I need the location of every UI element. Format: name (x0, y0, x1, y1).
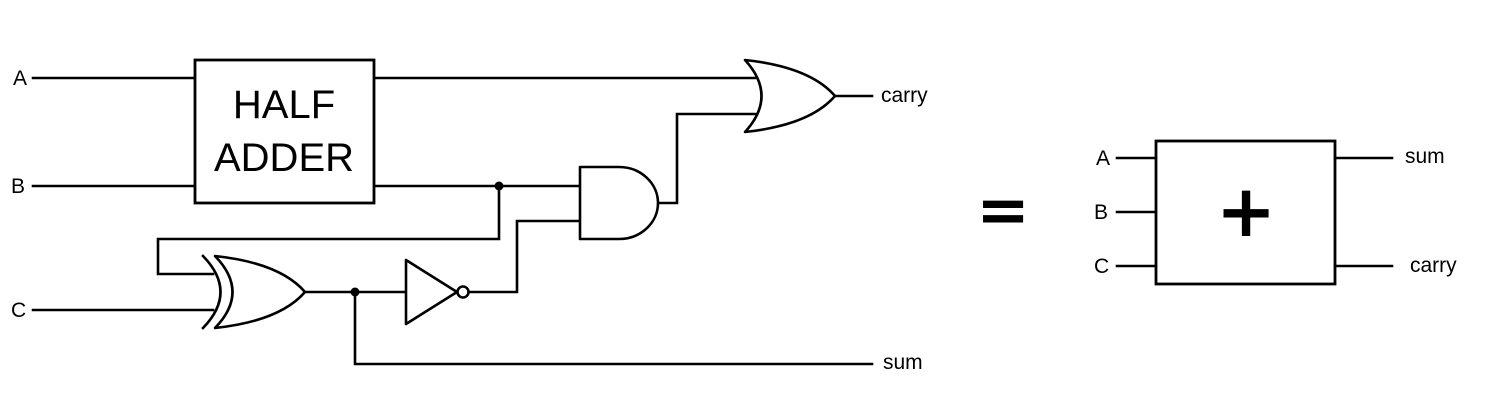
not-gate (404, 258, 470, 326)
plus-symbol: + (1216, 169, 1276, 253)
equals-sign: = (976, 174, 1030, 248)
input-label-c: C (11, 299, 26, 322)
block-input-label-a: A (1096, 147, 1110, 170)
half-adder-label-line1: HALF (233, 83, 335, 127)
half-adder-label-line2: ADDER (214, 136, 354, 180)
full-adder-block (1154, 139, 1337, 286)
block-input-label-c: C (1094, 255, 1109, 278)
junction-dot-ha-sum (494, 181, 504, 191)
wire-and-to-or (656, 112, 772, 205)
input-label-a: A (13, 67, 27, 90)
and-gate (578, 165, 660, 241)
wires (31, 76, 874, 366)
xnor-gate (201, 254, 307, 330)
block-output-label-carry: carry (1410, 254, 1457, 277)
wire-not-to-and (467, 219, 582, 294)
half-adder-block (193, 58, 376, 205)
or-gate (743, 58, 837, 134)
junction-dot-xnor-out (350, 287, 360, 297)
wire-sum-out (353, 290, 874, 366)
input-label-b: B (11, 175, 25, 198)
block-output-label-sum: sum (1405, 145, 1445, 168)
output-label-sum: sum (883, 351, 923, 374)
block-input-label-b: B (1094, 201, 1108, 224)
wire-ha-sum-to-xnor (156, 184, 501, 276)
output-label-carry: carry (881, 84, 928, 107)
